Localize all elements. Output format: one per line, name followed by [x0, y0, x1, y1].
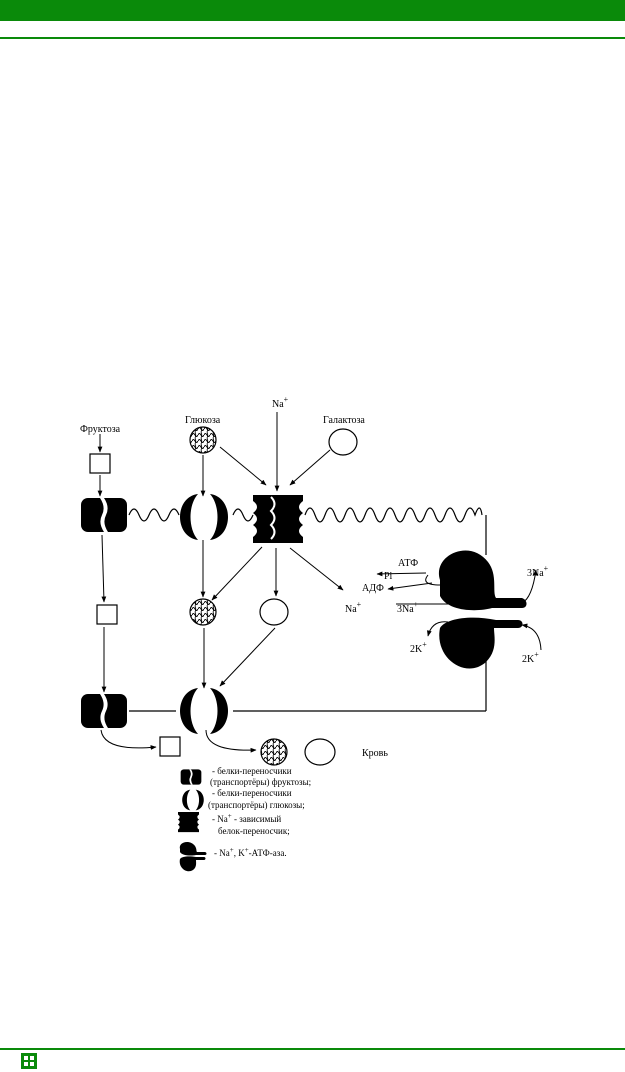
label-fructose: Фруктоза — [80, 424, 121, 435]
galactose-lumen — [328, 428, 358, 456]
fructose-square-cell — [96, 604, 118, 625]
legend: - белки-переносчики (транспортёры) фрукт… — [178, 766, 311, 872]
label-3na-in: 3Na+ — [397, 600, 419, 615]
glucose-blood — [260, 738, 288, 766]
label-adp: АДФ — [362, 583, 384, 594]
legend-fructose-l1: - белки-переносчики — [212, 766, 292, 776]
fructose-transporter-apical — [81, 498, 127, 532]
label-blood: Кровь — [362, 748, 388, 759]
publisher-logo-icon — [21, 1053, 37, 1069]
legend-glucose-l1: - белки-переносчики — [212, 788, 292, 798]
legend-glucose-l2: (транспортёры) глюкозы; — [208, 800, 305, 810]
legend-atpase-icon — [179, 842, 207, 872]
label-glucose: Глюкоза — [185, 415, 221, 426]
fructose-transporter-basal — [81, 694, 127, 728]
top-divider — [0, 37, 625, 39]
label-pi: Pi — [384, 571, 393, 582]
legend-na-carrier-icon — [178, 812, 199, 833]
label-na-top: Na+ — [272, 395, 289, 410]
label-galactose: Галактоза — [323, 415, 365, 426]
legend-fructose-l2: (транспортёры) фруктозы; — [210, 777, 311, 787]
fructose-square-lumen — [89, 453, 111, 474]
fructose-square-blood — [159, 736, 181, 757]
label-3na-out: 3Na+ — [527, 564, 549, 579]
glucose-cell — [189, 598, 217, 626]
legend-atpase: - Na+, K+-АТФ-аза. — [214, 846, 287, 858]
legend-glucose-transporter-icon — [182, 789, 204, 811]
label-2k-in: 2K+ — [410, 640, 427, 655]
legend-na-dep-l1: - Na+ - зависимый — [212, 812, 281, 824]
na-k-atpase-lower — [439, 617, 523, 669]
legend-na-dep-l2: белок-переносчик; — [218, 826, 290, 836]
galactose-blood — [304, 738, 336, 766]
na-k-atpase-upper — [438, 550, 527, 611]
label-na-out: Na+ — [345, 600, 362, 615]
legend-fructose-transporter-icon — [180, 769, 202, 785]
glucose-transporter-basal — [180, 688, 228, 734]
label-atp: АТФ — [398, 558, 418, 569]
glucose-transporter-apical — [180, 494, 228, 540]
label-2k-out: 2K+ — [522, 650, 539, 665]
glucose-lumen — [189, 426, 217, 454]
na-dependent-carrier — [253, 495, 303, 543]
top-header-bar — [0, 0, 625, 21]
apical-membrane — [128, 507, 483, 523]
bottom-divider — [0, 1048, 625, 1050]
galactose-cell — [259, 598, 289, 626]
